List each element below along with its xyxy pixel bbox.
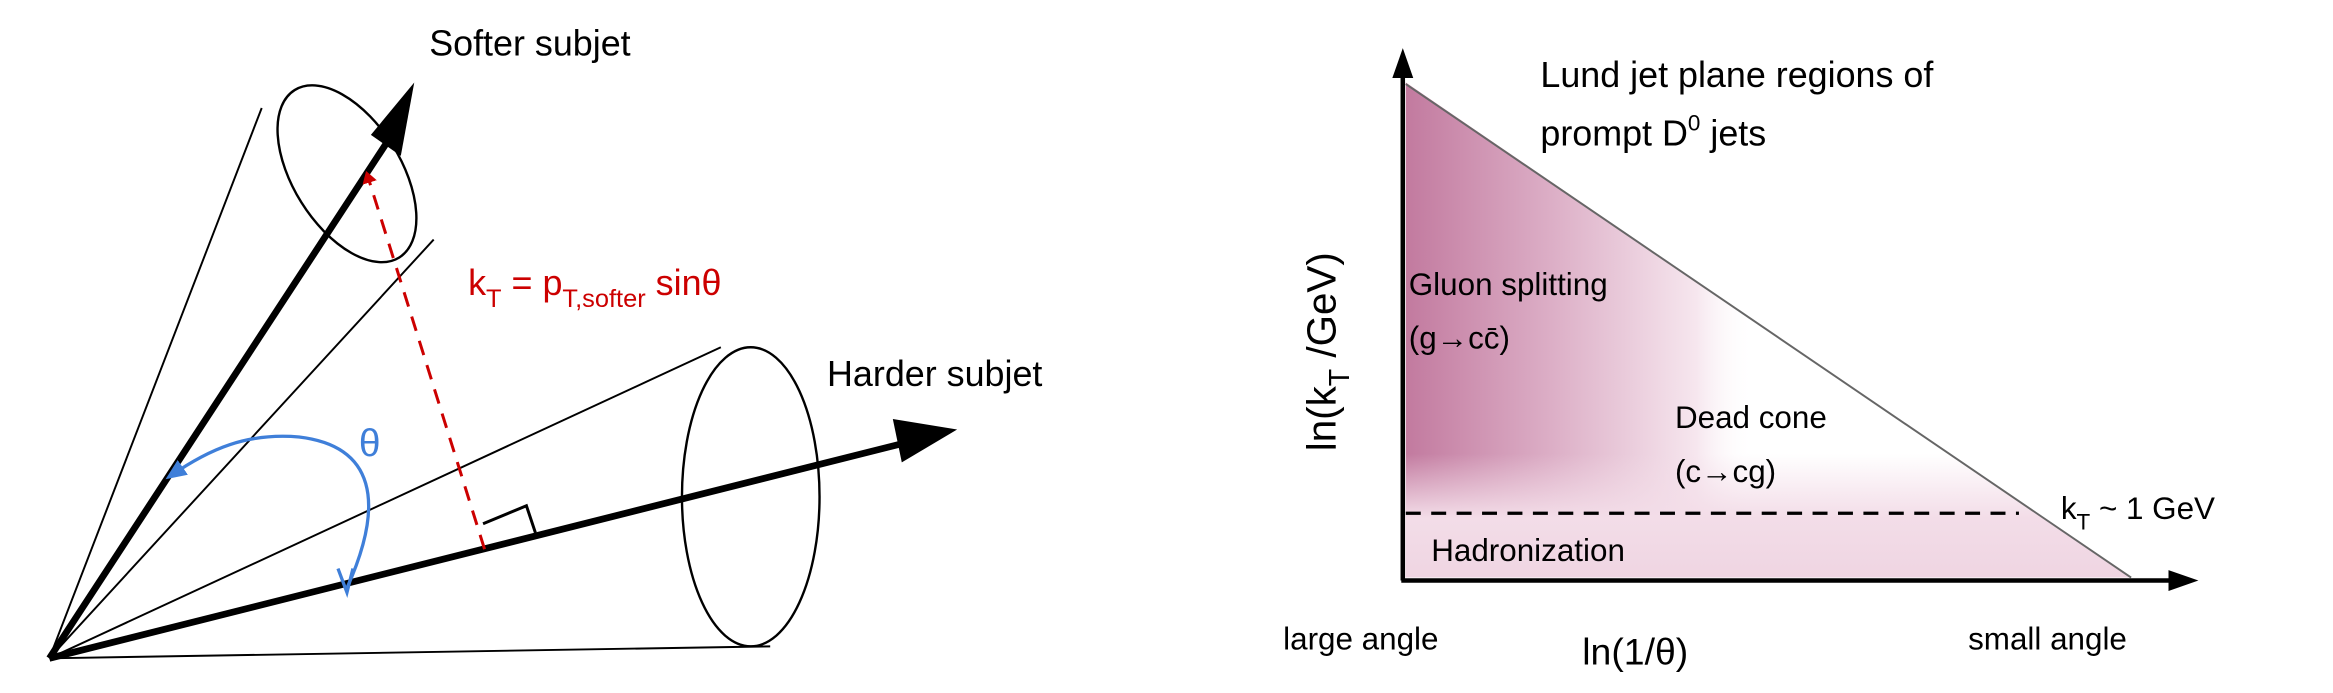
- hadronization-label: Hadronization: [1431, 533, 1625, 568]
- kt-threshold-label: kT ~ 1 GeV: [2061, 491, 2215, 534]
- theta-arc: [165, 434, 371, 589]
- harder-axis-arrow: [48, 419, 958, 662]
- x-axis: [1401, 570, 2199, 592]
- kt-dashed-arrow: [362, 171, 486, 550]
- y-axis-label: ln(kT /GeV): [1298, 252, 1355, 451]
- y-axis: [1392, 48, 1414, 581]
- right-angle-marker: [482, 503, 537, 534]
- small-angle-label: small angle: [1968, 621, 2127, 656]
- jet-splitting-sketch: θ Softer subjet Harder subjet kT = pT,so…: [46, 24, 1042, 662]
- lund-triangle-edge: [1405, 83, 2132, 579]
- softer-axis-arrow: [46, 82, 415, 661]
- softer-subjet-label: Softer subjet: [429, 24, 630, 64]
- x-axis-label: ln(1/θ): [1582, 630, 1688, 672]
- dead-cone-label: Dead cone(c→cg): [1675, 400, 1827, 489]
- harder-subjet-label: Harder subjet: [827, 354, 1042, 394]
- kt-formula: kT = pT,softer sinθ: [468, 263, 721, 313]
- gluon-splitting-label: Gluon splitting(g→cc̄): [1409, 267, 1608, 356]
- large-angle-label: large angle: [1283, 621, 1438, 656]
- theta-label: θ: [359, 422, 381, 465]
